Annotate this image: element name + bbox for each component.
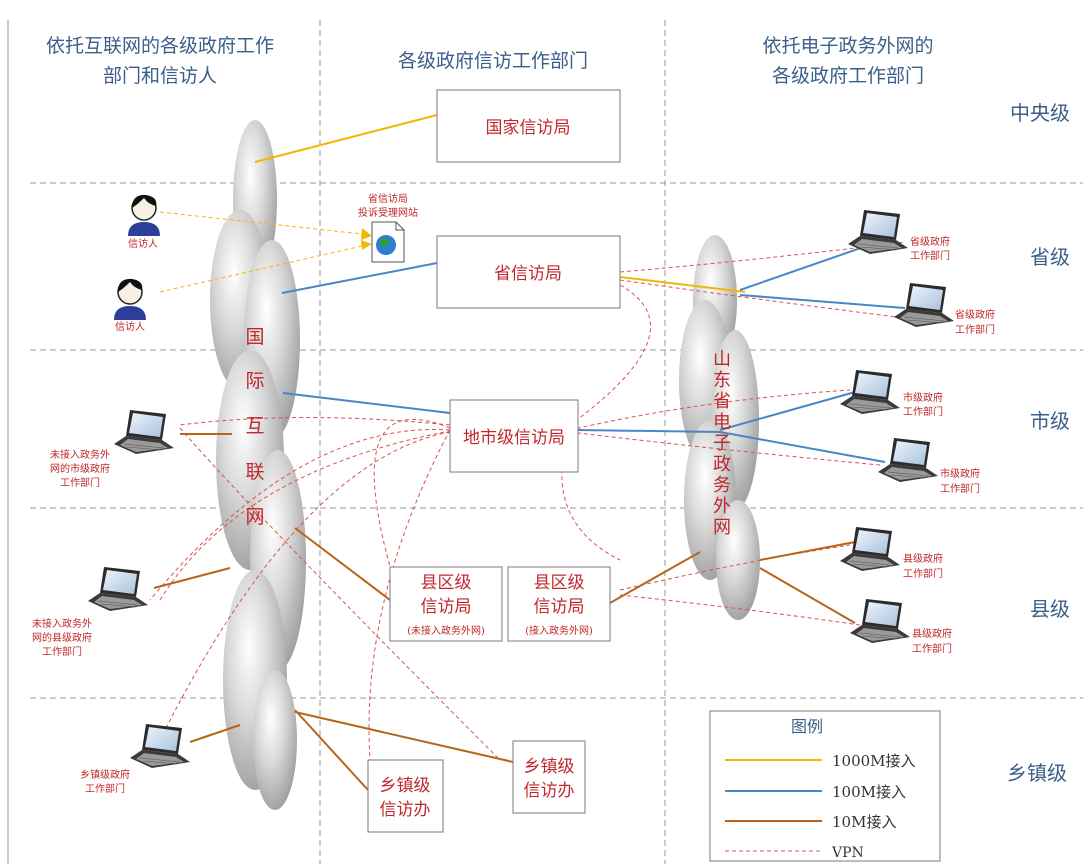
internet-char: 际 (245, 370, 264, 392)
laptop-label: 工作部门 (910, 249, 950, 262)
laptop-label: 省级政府 (955, 308, 995, 321)
internet-char: 网 (245, 506, 264, 528)
link-lines (153, 114, 906, 791)
county-a-note: (未接入政务外网) (407, 624, 485, 637)
laptop-label: 市级政府 (903, 391, 943, 404)
level-central: 中央级 (1010, 101, 1070, 125)
arrow-head-1 (361, 228, 372, 240)
extranet-char: 山 (713, 349, 731, 370)
extranet-char: 外 (713, 496, 731, 517)
level-city: 市级 (1030, 409, 1070, 433)
legend-label-10m: 10M接入 (832, 813, 896, 831)
city-bureau-label: 地市级信访局 (463, 428, 565, 448)
laptop-label: 工作部门 (955, 323, 995, 336)
extranet-cloud-label: 山 东 省 电 子 政 务 外 网 (713, 349, 731, 538)
header-middle: 各级政府信访工作部门 (398, 50, 588, 72)
internet-char: 互 (245, 415, 264, 437)
laptop-icon-prov2 (893, 282, 955, 328)
level-town: 乡镇级 (1007, 761, 1067, 785)
header-left-line2: 部门和信访人 (103, 65, 217, 87)
petitioner-label-2: 信访人 (115, 321, 145, 333)
extranet-char: 网 (713, 517, 731, 538)
extranet-char: 省 (713, 391, 731, 412)
county-b-note: (接入政务外网) (525, 624, 593, 637)
office-boxes (367, 89, 621, 833)
laptop-label: 乡镇级政府 (80, 768, 130, 781)
county-b-line2: 信访局 (534, 597, 585, 617)
laptop-label: 工作部门 (912, 642, 952, 655)
county-a-line1: 县区级 (421, 573, 472, 593)
header-left-line1: 依托互联网的各级政府工作 (46, 35, 274, 57)
extranet-cloud (679, 235, 760, 620)
laptop-label: 网的县级政府 (32, 631, 92, 644)
website-icon (371, 221, 405, 263)
legend-box (709, 710, 941, 862)
internet-cloud-label: 国 际 互 联 网 (245, 326, 264, 528)
laptop-icon-left-city (113, 409, 175, 455)
laptop-labels: 省级政府 工作部门 省级政府 工作部门 市级政府 工作部门 市级政府 工作部门 … (32, 235, 995, 795)
county-a-line2: 信访局 (421, 597, 472, 617)
laptop-icon-county2 (849, 598, 911, 644)
internet-char: 联 (245, 461, 264, 483)
town-b-line2: 信访办 (524, 781, 575, 801)
town-a-line1: 乡镇级 (380, 776, 431, 796)
extranet-char: 电 (713, 412, 731, 433)
laptop-icon-city2 (877, 437, 939, 483)
laptop-label: 工作部门 (903, 567, 943, 580)
laptop-label: 市级政府 (940, 467, 980, 480)
provincial-bureau-label: 省信访局 (494, 264, 562, 284)
laptop-icon-city1 (839, 369, 901, 415)
level-county: 县级 (1030, 597, 1070, 621)
website-label-line1: 省信访局 (368, 192, 408, 205)
header-right-line2: 各级政府工作部门 (772, 65, 924, 87)
laptop-icon-left-county (87, 566, 149, 612)
legend-label-100m: 100M接入 (832, 783, 906, 801)
level-province: 省级 (1030, 245, 1070, 269)
town-b-line1: 乡镇级 (524, 757, 575, 777)
laptop-label: 网的市级政府 (50, 462, 110, 475)
website-label-line2: 投诉受理网站 (358, 206, 418, 219)
arrow-head-2 (361, 240, 372, 250)
extranet-char: 东 (713, 370, 731, 391)
extranet-char: 子 (713, 433, 731, 454)
level-separators (30, 182, 1083, 699)
laptop-label: 县级政府 (903, 552, 943, 565)
laptop-icon-left-town (129, 723, 191, 769)
town-a-line2: 信访办 (380, 800, 431, 820)
internet-char: 国 (245, 326, 264, 348)
laptop-label: 工作部门 (85, 782, 125, 795)
laptop-label: 工作部门 (42, 645, 82, 658)
national-bureau-label: 国家信访局 (486, 118, 571, 138)
legend-label-1000m: 1000M接入 (832, 752, 916, 770)
laptop-label: 省级政府 (910, 235, 950, 248)
extranet-char: 政 (713, 454, 731, 475)
laptop-label: 未接入政务外 (50, 448, 110, 461)
laptop-icon-prov1 (847, 209, 909, 255)
petitioner-lines (159, 211, 363, 293)
petitioner-label-1: 信访人 (128, 238, 158, 250)
legend-label-vpn: VPN (831, 845, 864, 861)
petitioner-icon-1 (127, 194, 161, 236)
laptop-label: 工作部门 (903, 405, 943, 418)
laptop-label: 工作部门 (60, 476, 100, 489)
extranet-char: 务 (713, 475, 731, 496)
county-b-line1: 县区级 (534, 573, 585, 593)
laptop-label: 未接入政务外 (32, 617, 92, 630)
laptop-label: 县级政府 (912, 627, 952, 640)
legend-title: 图例 (791, 717, 823, 736)
laptop-icon-county1 (839, 526, 901, 572)
header-right-line1: 依托电子政务外网的 (762, 35, 933, 57)
laptop-label: 工作部门 (940, 482, 980, 495)
petitioner-icon-2 (113, 278, 147, 320)
